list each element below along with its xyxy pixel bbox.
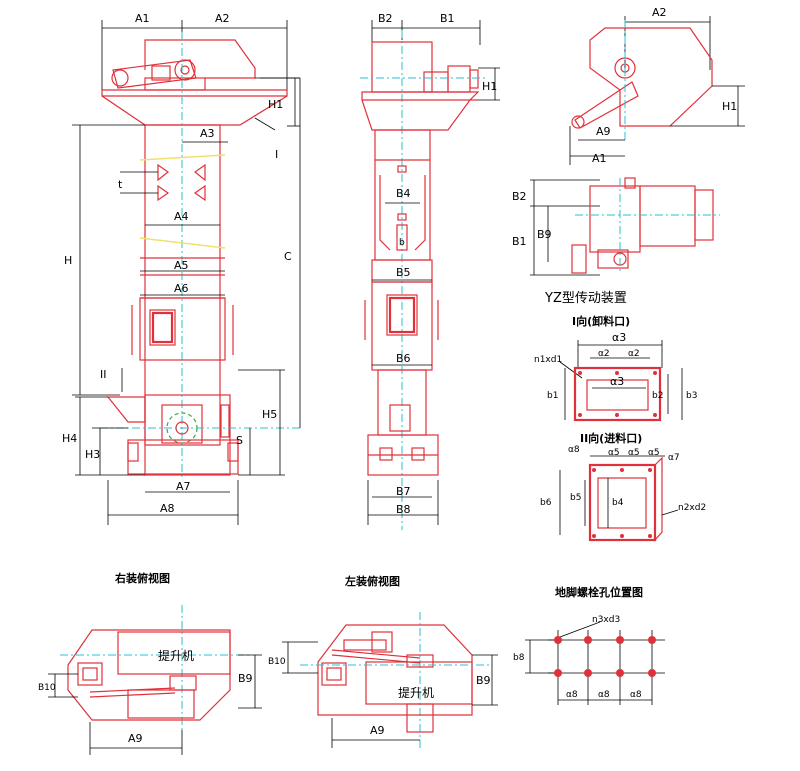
label-b10-left: B10 [268, 657, 286, 667]
label-a6: A6 [174, 282, 189, 295]
label-b9-left: B9 [476, 674, 491, 687]
label-h3: H3 [85, 448, 100, 461]
label-c: C [284, 250, 292, 263]
label-b3-flange: b3 [686, 391, 697, 401]
bolt-hole [554, 636, 562, 644]
label-b4-flange: b4 [612, 498, 624, 508]
label-machine-left: 提升机 [398, 685, 434, 700]
label-b2-flange: b2 [652, 391, 663, 401]
caption-bolt-hole-layout: 地脚螺栓孔位置图 [555, 585, 643, 599]
label-a1: A1 [135, 12, 150, 25]
label-b5: B5 [396, 266, 411, 279]
label-n2d2: n2xd2 [678, 503, 706, 513]
label-machine-right: 提升机 [158, 648, 194, 663]
label-b: b [399, 238, 405, 248]
label-a2-flange-left: α2 [598, 349, 610, 359]
label-b6-flange: b6 [540, 498, 552, 508]
label-n3d3: n3xd3 [592, 615, 620, 625]
bolt-hole-layout: n3xd3 b8 α8 α8 α8 [513, 615, 665, 705]
label-t: t [118, 178, 123, 191]
label-a2: A2 [215, 12, 230, 25]
label-b8-bolt: b8 [513, 653, 525, 663]
label-b7: B7 [396, 485, 411, 498]
bolt-hole [648, 636, 656, 644]
label-b10-right: B10 [38, 683, 56, 693]
label-a2-flange-right: α2 [628, 349, 640, 359]
label-a5: A5 [174, 259, 189, 272]
label-b4: B4 [396, 187, 411, 200]
label-b8: B8 [396, 503, 411, 516]
label-b9-drive: B9 [537, 228, 552, 241]
label-b1: B1 [440, 12, 455, 25]
bolt-hole [616, 636, 624, 644]
label-a7: A7 [176, 480, 191, 493]
label-s: S [236, 434, 243, 447]
label-h1: H1 [268, 98, 283, 111]
label-a8-bolt-1: α8 [566, 690, 578, 700]
label-a9-drive: A9 [596, 125, 611, 138]
label-a8-bolt-3: α8 [630, 690, 642, 700]
label-h1-drive: H1 [722, 100, 737, 113]
label-n1d1: n1xd1 [534, 355, 562, 365]
label-h1-side: H1 [482, 80, 497, 93]
caption-right-top-view: 右装俯视图 [114, 571, 170, 585]
side-elevation: B2 B1 H1 B4 b B5 B6 [360, 12, 500, 530]
label-a9-right: A9 [128, 732, 143, 745]
label-a5-flange-left: α5 [608, 448, 620, 458]
label-a1-drive: A1 [592, 152, 607, 165]
label-b1-drive: B1 [512, 235, 527, 248]
label-a3-inner: α3 [610, 375, 624, 388]
label-b2: B2 [378, 12, 393, 25]
label-a7-flange: α7 [668, 453, 680, 463]
label-a3-flange: α3 [612, 331, 626, 344]
caption-yz-drive: YZ型传动装置 [544, 291, 627, 306]
label-a9-left: A9 [370, 724, 385, 737]
label-h: H [64, 254, 72, 267]
label-b2-drive: B2 [512, 190, 527, 203]
label-b1-flange: b1 [547, 391, 558, 401]
label-a8-flange: α8 [568, 445, 580, 455]
flange-outlet: α3 α2 α2 n1xd1 α3 b1 b2 b3 [534, 331, 697, 422]
flange-inlet: α8 α5 α5 α5 α7 b6 b5 b4 n2xd2 [540, 445, 706, 542]
bolt-hole [648, 669, 656, 677]
label-b6: B6 [396, 352, 411, 365]
bolt-hole [554, 669, 562, 677]
right-top-view: 提升机 B9 B10 A9 [38, 605, 262, 755]
label-a8-bolt-2: α8 [598, 690, 610, 700]
label-a2-drive: A2 [652, 6, 667, 19]
label-h5: H5 [262, 408, 277, 421]
label-b5-flange: b5 [570, 493, 581, 503]
caption-left-top-view: 左装俯视图 [344, 574, 400, 588]
label-h4: H4 [62, 432, 77, 445]
label-a4: A4 [174, 210, 189, 223]
bolt-hole [584, 669, 592, 677]
bolt-hole [616, 669, 624, 677]
label-a3: A3 [200, 127, 215, 140]
caption-direction-ii: II向(进料口) [580, 431, 642, 445]
label-a5-flange-right: α5 [648, 448, 660, 458]
bolt-hole [584, 636, 592, 644]
label-dir-i: I [275, 148, 278, 161]
front-elevation: A1 A2 H1 I [62, 12, 301, 525]
label-a5-flange-mid: α5 [628, 448, 640, 458]
label-b9-right: B9 [238, 672, 253, 685]
label-dir-ii: II [100, 368, 107, 381]
label-a8: A8 [160, 502, 175, 515]
drive-detail: A2 H1 A9 A1 B2 B1 B9 [512, 6, 745, 276]
caption-direction-i: I向(卸料口) [572, 314, 630, 328]
left-top-view: 提升机 B10 B9 A9 [268, 612, 498, 748]
